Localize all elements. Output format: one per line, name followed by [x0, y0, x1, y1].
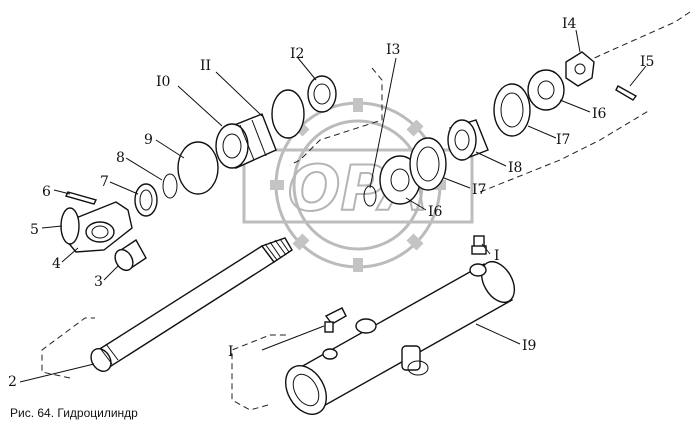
callout-6: 6 [42, 184, 51, 200]
callout-12: I2 [290, 46, 304, 62]
callout-3: 3 [94, 274, 103, 290]
part-6-pin [64, 191, 98, 205]
callout-10: I0 [156, 74, 170, 90]
part-11-ring [271, 89, 305, 139]
part-18-bushing [447, 119, 489, 161]
callout-13: I3 [386, 42, 400, 58]
callout-9: 9 [144, 132, 153, 148]
part-1-fitting-lower [324, 307, 347, 333]
part-19-cylinder-body [285, 261, 516, 415]
part-10-piston [215, 113, 277, 169]
part-1-fitting-upper [471, 235, 487, 255]
callout-17-lower: I7 [472, 182, 486, 198]
part-15-screw [615, 85, 638, 101]
callout-5: 5 [30, 222, 39, 238]
part-17-seal-upper [493, 83, 531, 137]
figure-caption: Рис. 64. Гидроцилиндр [10, 406, 138, 420]
callout-14: I4 [562, 16, 577, 32]
watermark-logo: OPA [242, 98, 474, 272]
callout-19: I9 [522, 338, 536, 354]
callout-1-upper: I [494, 248, 500, 264]
callout-17-upper: I7 [556, 132, 570, 148]
part-3-bushing [114, 238, 147, 272]
callout-8: 8 [116, 150, 125, 166]
part-7-ring [134, 183, 158, 217]
assembly-path-lines [41, 11, 691, 411]
part-8-seal-ring [162, 173, 178, 199]
callout-18: I8 [508, 160, 522, 176]
callout-15: I5 [640, 54, 654, 70]
part-17-seal-lower [409, 137, 447, 191]
callout-4: 4 [52, 256, 61, 272]
callout-16-lower: I6 [428, 204, 443, 220]
callout-16-upper: I6 [592, 106, 607, 122]
callout-2: 2 [8, 374, 17, 390]
part-9-o-ring [177, 141, 219, 195]
part-14-nut [565, 51, 595, 87]
leader-lines [19, 29, 647, 383]
callout-11: II [200, 58, 211, 74]
callout-7: 7 [100, 174, 109, 190]
part-5-snap-ring [60, 207, 80, 245]
piston-rod [90, 237, 293, 372]
part-16-gland-upper [527, 69, 565, 111]
part-12-wiper [307, 75, 337, 113]
callout-1-lower: I [228, 344, 234, 360]
